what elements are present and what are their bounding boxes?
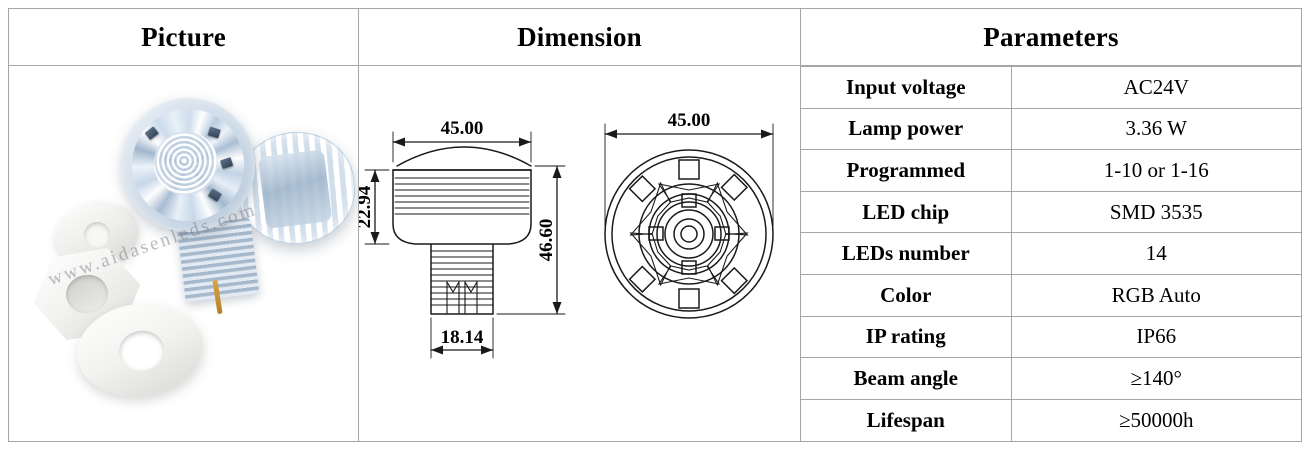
cell-picture: www.aidasenleds.com [8,65,359,442]
param-value-color: RGB Auto [1010,273,1301,317]
param-value-lamp-power: 3.36 W [1010,107,1301,151]
table-row: Color RGB Auto [801,273,1301,317]
dim-head-height-label: 22.94 [359,185,375,228]
dimension-drawings: 45.00 22.94 46.60 18.14 45.00 [359,66,800,441]
dim-side-width-label: 45.00 [441,118,484,139]
table-row: Lamp power 3.36 W [801,107,1301,151]
header-parameters: Parameters [800,8,1302,66]
param-label-leds-number: LEDs number [801,232,1012,275]
cell-parameters: Input voltage AC24V Lamp power 3.36 W Pr… [800,65,1302,442]
dim-top-diameter-label: 45.00 [668,110,711,131]
table-row: Beam angle ≥140° [801,357,1301,400]
led-chip [144,126,159,141]
header-dimension: Dimension [358,8,801,66]
table-row: Programmed 1-10 or 1-16 [801,149,1301,192]
param-value-beam-angle: ≥140° [1010,357,1301,400]
dim-thread-diameter-label: 18.14 [441,327,484,348]
table-row: Input voltage AC24V [801,66,1301,109]
param-value-ip-rating: IP66 [1010,315,1301,359]
product-photo: www.aidasenleds.com [9,66,358,441]
param-label-beam-angle: Beam angle [801,357,1012,400]
param-value-led-chip: SMD 3535 [1010,190,1301,234]
table-row: LEDs number 14 [801,232,1301,275]
param-value-input-voltage: AC24V [1010,66,1301,109]
parameters-body: Input voltage AC24V Lamp power 3.36 W Pr… [801,66,1301,441]
led-chip [207,188,222,202]
dimension-svg: 45.00 22.94 46.60 18.14 45.00 [359,110,774,359]
param-label-input-voltage: Input voltage [801,66,1012,109]
param-label-lamp-power: Lamp power [801,107,1012,151]
led-chip [219,157,234,170]
led-chip [207,126,221,139]
param-label-programmed: Programmed [801,149,1012,192]
lamp-side-core [257,149,333,229]
table-header-row: Picture Dimension Parameters [8,8,1302,66]
param-value-leds-number: 14 [1010,232,1301,275]
product-spec-table: Picture Dimension Parameters [8,8,1302,442]
param-label-led-chip: LED chip [801,190,1012,234]
dim-total-height-label: 46.60 [536,219,557,262]
table-body-row: www.aidasenleds.com [8,65,1302,442]
header-picture: Picture [8,8,359,66]
table-row: IP rating IP66 [801,315,1301,359]
param-label-ip-rating: IP rating [801,315,1012,359]
parameters-table: Input voltage AC24V Lamp power 3.36 W Pr… [801,66,1301,441]
param-value-programmed: 1-10 or 1-16 [1010,149,1301,192]
photo-stage: www.aidasenleds.com [9,66,358,441]
table-row: LED chip SMD 3535 [801,190,1301,234]
table-row: Lifespan ≥50000h [801,398,1301,441]
cell-dimension: 45.00 22.94 46.60 18.14 45.00 [358,65,801,442]
param-label-lifespan: Lifespan [801,398,1012,441]
param-label-color: Color [801,273,1012,317]
param-value-lifespan: ≥50000h [1010,398,1301,441]
